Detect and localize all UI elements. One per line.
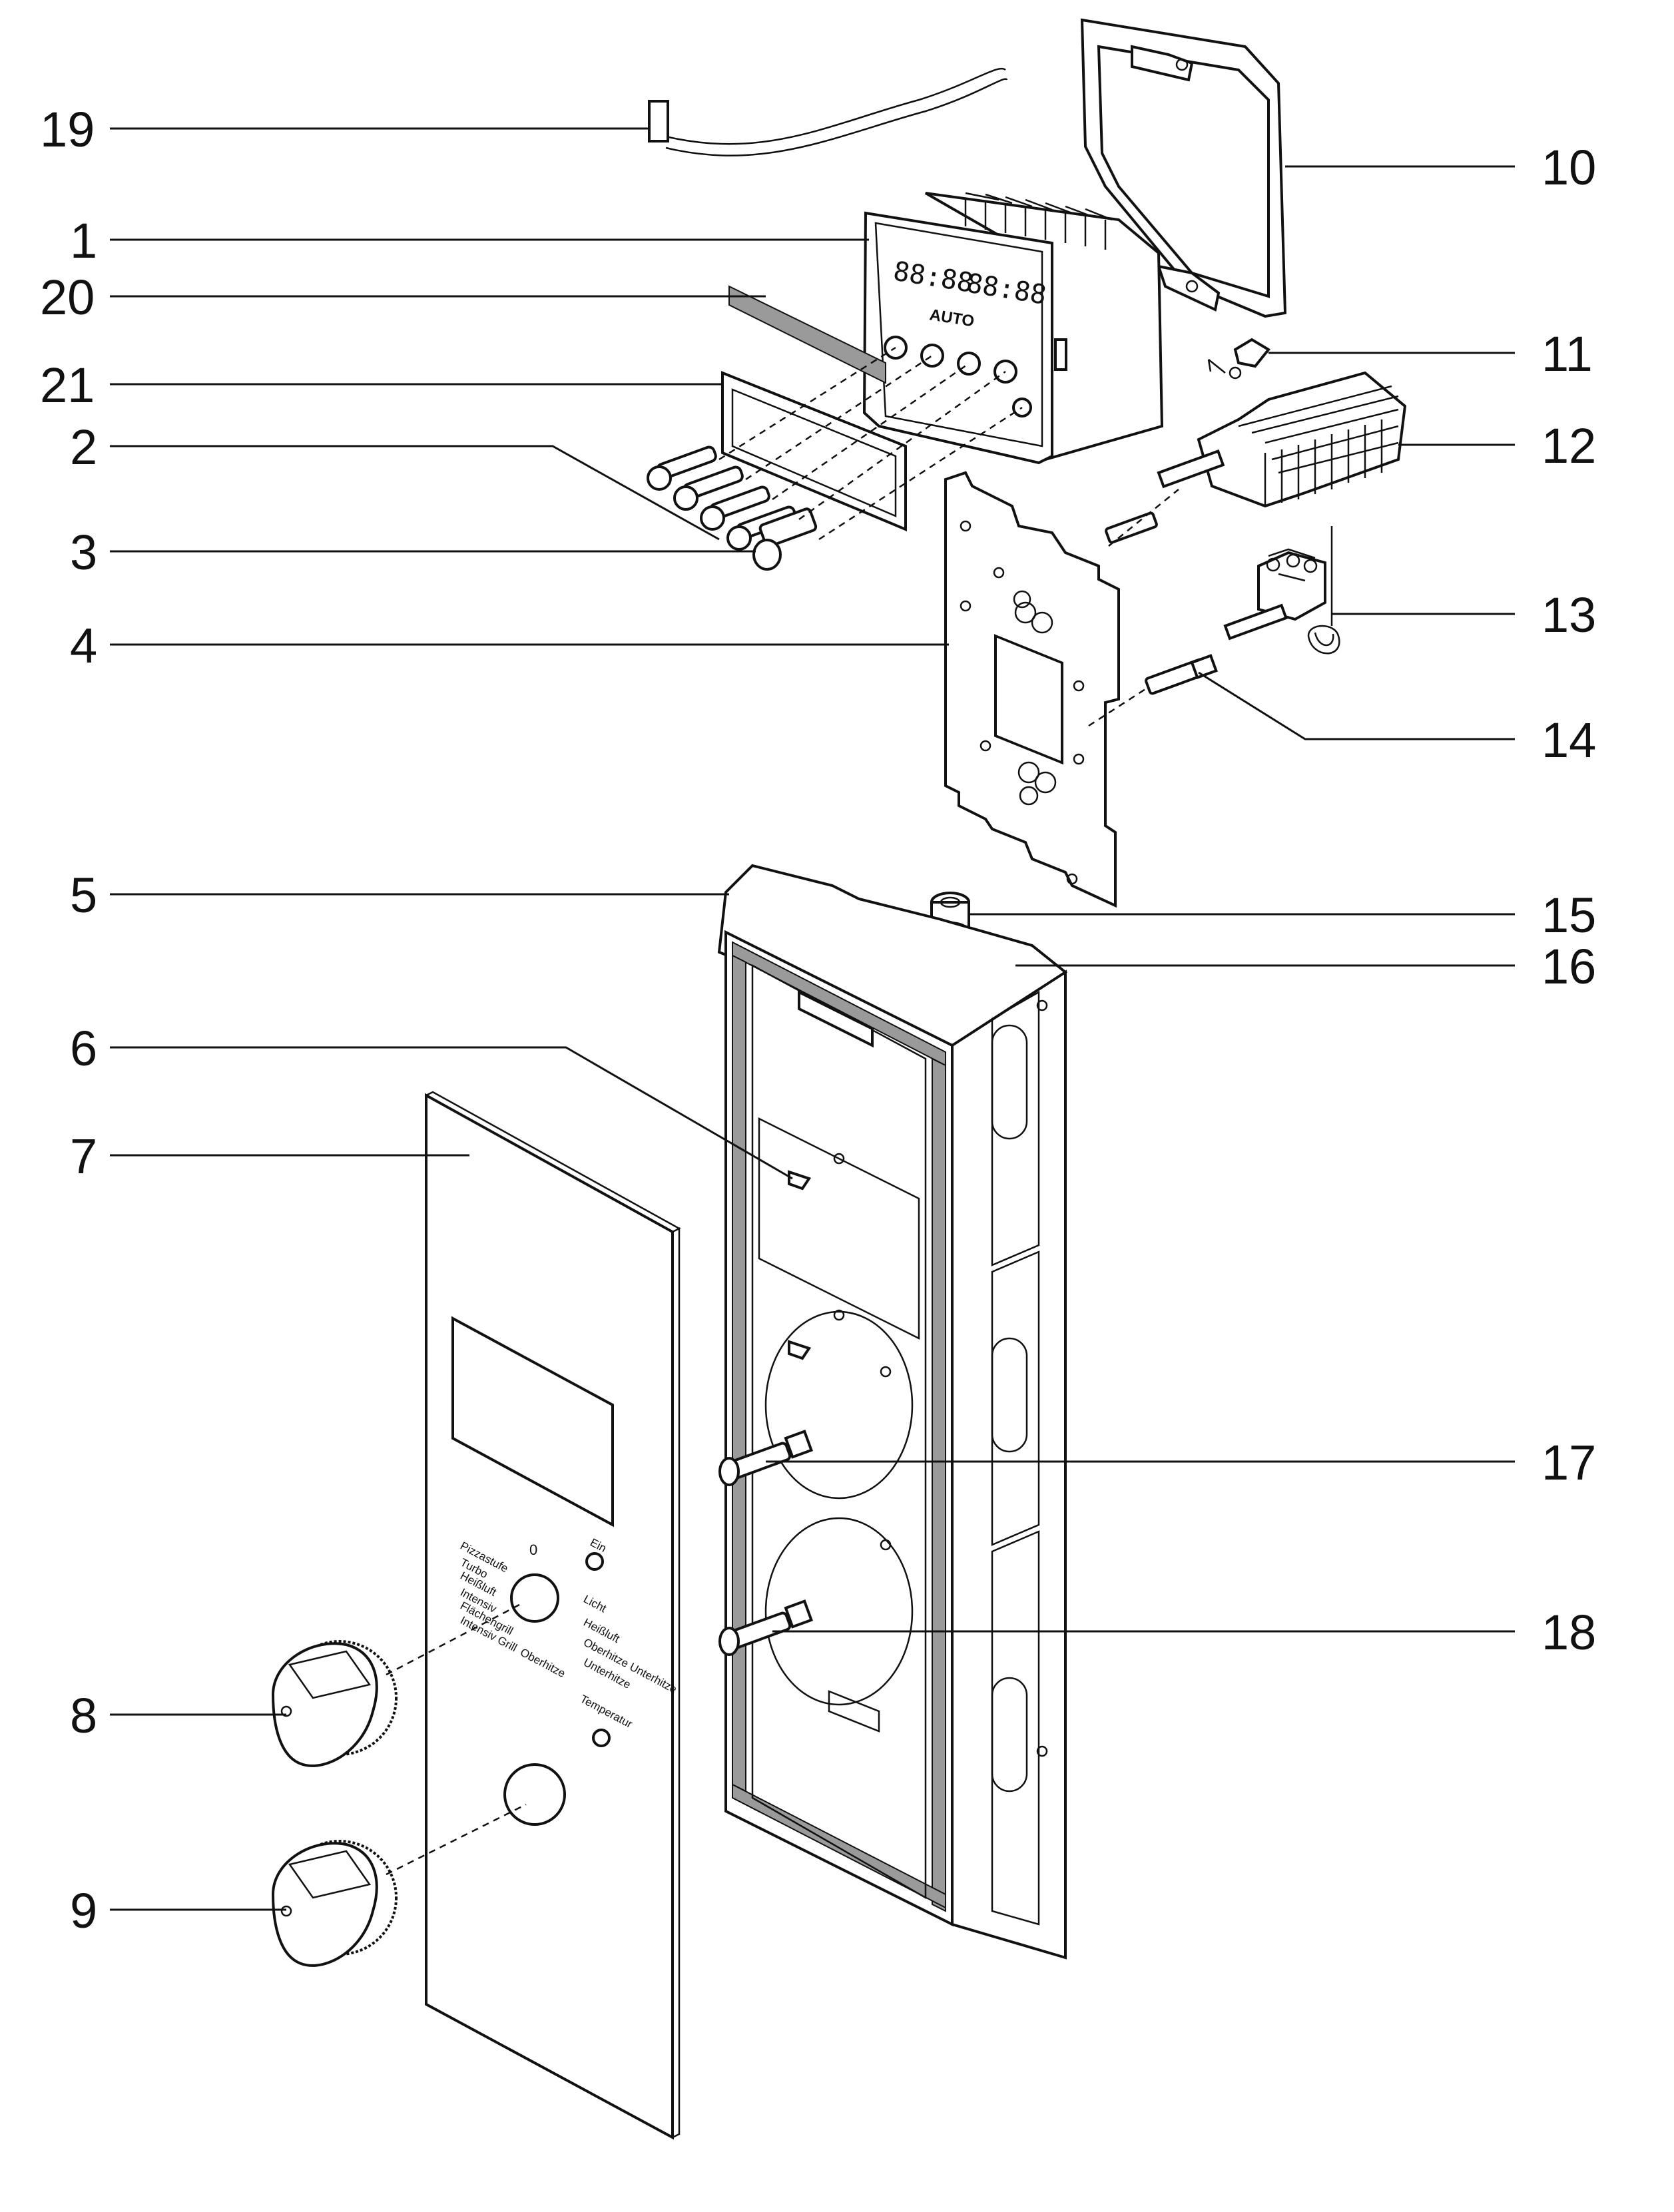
callout-14: 14	[1198, 671, 1596, 768]
callout-20: 20	[40, 270, 766, 325]
callout-label-4: 4	[70, 618, 97, 673]
callout-10: 10	[1285, 140, 1596, 195]
callout-label-7: 7	[70, 1129, 97, 1184]
panel-ein-lamp	[585, 1552, 604, 1571]
callout-12: 12	[1398, 418, 1596, 473]
lamp-holder-lower	[718, 1599, 814, 1656]
panel-display-window	[451, 1316, 614, 1527]
plunger-3	[700, 485, 770, 531]
callout-label-8: 8	[70, 1688, 97, 1743]
timer-button-2	[920, 344, 944, 368]
callout-label-16: 16	[1541, 939, 1596, 994]
panel-selector-opening	[510, 1573, 559, 1623]
callout-11: 11	[1268, 326, 1593, 382]
callout-label-15: 15	[1541, 888, 1596, 943]
rotary-switch-part	[1105, 371, 1407, 544]
callout-7: 7	[70, 1129, 469, 1184]
timer-button-3	[957, 352, 981, 376]
callout-label-9: 9	[70, 1883, 97, 1938]
timer-clip	[1054, 338, 1067, 371]
callout-label-1: 1	[70, 213, 97, 268]
callout-label-19: 19	[40, 102, 95, 157]
callout-label-18: 18	[1541, 1605, 1596, 1660]
callout-5: 5	[70, 868, 729, 923]
callout-9: 9	[70, 1883, 286, 1938]
zero-mark: 0	[529, 1541, 537, 1558]
cable-connector	[648, 100, 669, 142]
panel-temp-opening	[503, 1763, 566, 1826]
timer-module-part: 88:88 88:88 AUTO	[862, 192, 1164, 465]
callout-6: 6	[70, 1021, 793, 1180]
callout-label-12: 12	[1541, 418, 1596, 473]
mounting-plate-part	[944, 471, 1120, 908]
housing-frame-part	[717, 864, 1068, 1960]
callout-19: 19	[40, 102, 649, 157]
clip-part	[1207, 338, 1270, 380]
callout-label-14: 14	[1541, 712, 1596, 768]
callout-label-20: 20	[40, 270, 95, 325]
lamp-holder-upper	[718, 1430, 814, 1486]
panel-temp-lamp	[592, 1729, 611, 1747]
gasket-strip-part	[728, 285, 886, 384]
temperature-knob-part	[271, 1840, 398, 1967]
callout-17: 17	[766, 1435, 1596, 1490]
mounting-bracket-part	[1080, 18, 1287, 318]
screw-upper	[788, 1170, 812, 1191]
callout-18: 18	[772, 1605, 1596, 1660]
plunger-1	[647, 445, 717, 491]
thermostat-part	[1223, 526, 1340, 655]
callout-label-3: 3	[70, 525, 97, 580]
shaft-coupler-part	[1145, 654, 1218, 695]
screw-lower	[788, 1340, 812, 1360]
callout-label-6: 6	[70, 1021, 97, 1076]
callout-2: 2	[70, 419, 720, 541]
callout-13: 13	[1332, 587, 1596, 643]
callout-8: 8	[70, 1688, 286, 1743]
callout-label-17: 17	[1541, 1435, 1596, 1490]
callout-label-5: 5	[70, 868, 97, 923]
callout-21: 21	[40, 358, 722, 413]
cable-harness-part	[648, 67, 1008, 156]
callout-label-11: 11	[1541, 326, 1593, 382]
front-panel-part: Pizzastufe Turbo Heißluft Intensiv Fläch…	[425, 1091, 681, 2140]
callout-1: 1	[70, 213, 869, 268]
callout-4: 4	[70, 618, 949, 673]
callout-label-21: 21	[40, 358, 95, 413]
callout-label-13: 13	[1541, 587, 1596, 643]
frame-gasket-part	[721, 371, 907, 532]
callout-label-2: 2	[70, 419, 97, 475]
plunger-2	[673, 465, 744, 511]
callout-3: 3	[70, 525, 756, 580]
callout-label-10: 10	[1541, 140, 1596, 195]
callout-15: 15	[969, 888, 1596, 943]
selector-knob-part	[271, 1640, 398, 1767]
callout-16: 16	[1015, 939, 1596, 994]
